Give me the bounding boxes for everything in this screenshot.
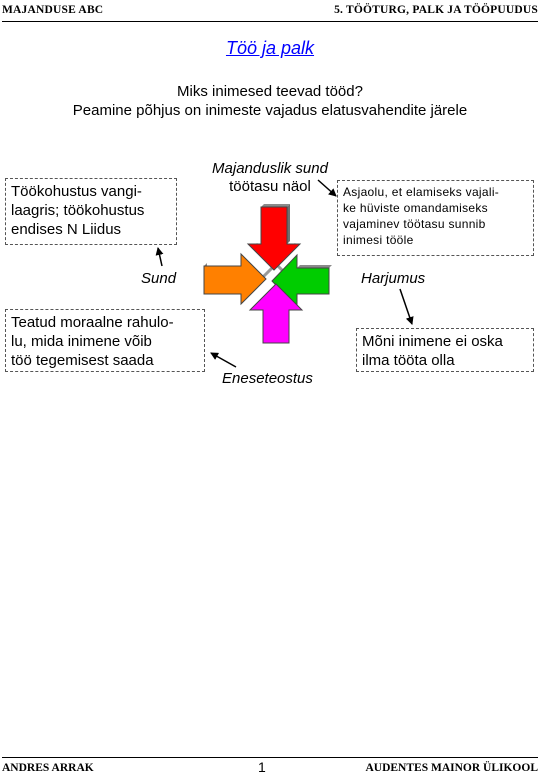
box-line: ke hüviste omandamiseks — [343, 201, 488, 215]
right-label: Harjumus — [361, 270, 426, 287]
footer-author: ANDRES ARRAK — [2, 762, 94, 774]
connector-right — [399, 288, 414, 325]
box-line: vajaminev töötasu sunnib — [343, 217, 486, 231]
header-left: MAJANDUSE ABC — [2, 4, 104, 16]
right-arrow-shade — [297, 265, 332, 268]
box-line: Teatud moraalne rahulo- — [11, 314, 174, 331]
arrow-up-magenta — [248, 283, 304, 344]
intro-question: Miks inimesed teevad tööd? — [177, 83, 363, 100]
page-number: 1 — [258, 759, 266, 775]
top-label-line2: töötasu näol — [229, 178, 311, 195]
box-economic-necessity: Asjaolu, et elamiseks vajali- ke hüviste… — [337, 180, 534, 256]
box-forced-labour: Töökohustus vangi- laagris; töökohustus … — [5, 178, 177, 245]
box-line: lu, mida inimene võib — [11, 333, 152, 350]
intro-statement: Peamine põhjus on inimeste vajadus elatu… — [72, 102, 468, 119]
left-label: Sund — [141, 270, 177, 287]
box-line: Töökohustus vangi- — [11, 183, 142, 200]
top-label: Majanduslik sund töötasu näol — [170, 160, 370, 196]
header-right: 5. TÖÖTURG, PALK JA TÖÖPUUDUS — [334, 4, 538, 16]
box-line: ilma tööta olla — [362, 352, 455, 369]
bottom-label: Eneseteostus — [222, 370, 313, 387]
box-line: inimesi tööle — [343, 233, 414, 247]
connector-bottom — [210, 352, 237, 368]
box-line: töö tegemisest saada — [11, 352, 154, 369]
page-title: Töö ja palk — [225, 38, 315, 58]
connector-left — [155, 247, 164, 267]
header-rule — [2, 21, 538, 22]
top-label-line1: Majanduslik sund — [212, 160, 328, 177]
box-moral-satisfaction: Teatud moraalne rahulo- lu, mida inimene… — [5, 309, 205, 372]
arrow-down-red — [246, 206, 302, 271]
box-habit: Mõni inimene ei oska ilma tööta olla — [356, 328, 534, 372]
box-line: Asjaolu, et elamiseks vajali- — [343, 185, 500, 199]
top-arrow-shade-side — [287, 204, 290, 244]
arrow-right-orange — [203, 252, 267, 306]
connector-top — [317, 179, 337, 197]
box-line: laagris; töökohustus — [11, 202, 145, 219]
top-arrow-shade — [261, 204, 290, 207]
footer-rule — [2, 757, 538, 758]
box-line: endises N Liidus — [11, 221, 122, 238]
footer-school: AUDENTES MAINOR ÜLIKOOL — [365, 762, 538, 774]
box-line: Mõni inimene ei oska — [362, 333, 503, 350]
